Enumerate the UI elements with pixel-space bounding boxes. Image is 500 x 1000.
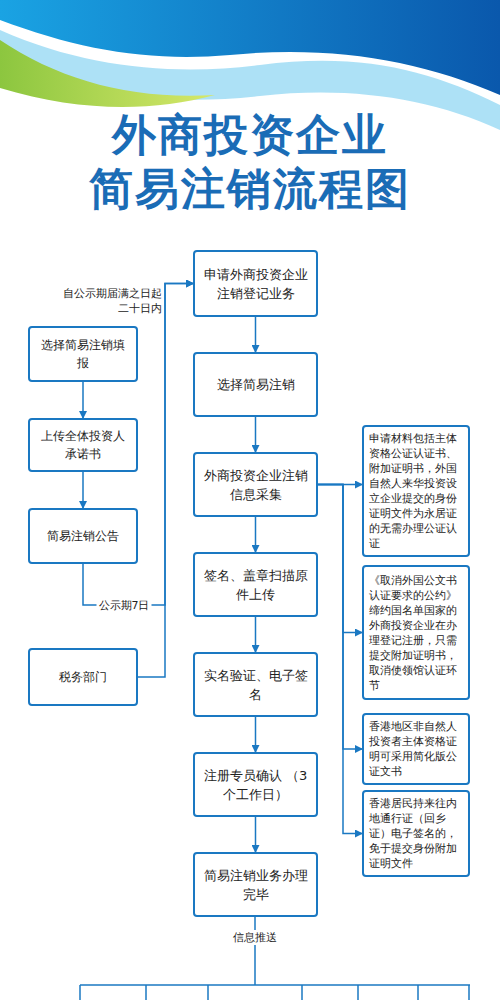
process-box: 外商投资企业注销信息采集 — [193, 452, 318, 517]
push-bar — [80, 984, 470, 986]
flow-arrow — [255, 817, 257, 852]
flow-arrow — [318, 484, 362, 486]
note-box: 申请材料包括主体资格公证认证书、附加证明书，外国自然人来华投资设立企业提交的身份… — [362, 425, 470, 557]
process-box: 选择简易注销填报 — [28, 326, 138, 382]
flow-arrow — [83, 284, 193, 606]
diagram-title: 外商投资企业 简易注销流程图 — [60, 108, 440, 216]
edge-label: 公示期7日 — [97, 598, 152, 613]
node-text: 签名、盖章扫描原件上传 — [201, 566, 310, 604]
note-box: 香港地区非自然人投资者主体资格证明可采用简化版公证文书 — [362, 713, 470, 785]
flow-arrow — [255, 517, 257, 552]
process-box: 注册专员确认 （3个工作日） — [193, 752, 318, 817]
process-box: 简易注销业务办理完毕 — [193, 852, 318, 917]
note-box: 《取消外国公文书认证要求的公约》缔约国名单国家的外商投资企业在办理登记注册，只需… — [362, 565, 470, 700]
node-text: 简易注销公告 — [47, 527, 119, 545]
push-drop — [207, 985, 209, 1000]
free-label: 自公示期届满之日起二十日内 — [62, 286, 162, 316]
process-box: 签名、盖章扫描原件上传 — [193, 552, 318, 617]
process-box: 选择简易注销 — [193, 352, 318, 417]
node-text: 实名验证、电子签名 — [201, 666, 310, 704]
flow-arrow — [82, 472, 84, 508]
push-line — [254, 917, 256, 985]
flow-arrow — [255, 717, 257, 752]
node-text: 选择简易注销 — [217, 375, 295, 394]
node-text: 香港居民持来往内地通行证（回乡证）电子签名的，免于提交身份附加证明文件 — [369, 796, 463, 871]
node-text: 注册专员确认 （3个工作日） — [201, 766, 310, 804]
free-label: 信息推送 — [215, 930, 295, 945]
node-text: 申请材料包括主体资格公证认证书、附加证明书，外国自然人来华投资设立企业提交的身份… — [369, 431, 463, 551]
push-drop — [357, 985, 359, 1000]
flow-arrow — [82, 382, 84, 418]
header-wave — [0, 40, 215, 107]
node-text: 《取消外国公文书认证要求的公约》缔约国名单国家的外商投资企业在办理登记注册，只需… — [369, 573, 463, 693]
node-text: 简易注销业务办理完毕 — [201, 866, 310, 904]
push-drop — [145, 985, 147, 1000]
push-drop — [79, 985, 81, 1000]
node-text: 税务部门 — [59, 668, 107, 686]
process-box: 申请外商投资企业注销登记业务 — [193, 250, 318, 317]
flow-arrow — [318, 485, 362, 834]
process-box: 税务部门 — [28, 648, 138, 706]
push-drop — [301, 985, 303, 1000]
flow-arrow — [255, 317, 257, 352]
process-box: 上传全体投资人承诺书 — [28, 418, 138, 472]
node-text: 申请外商投资企业注销登记业务 — [201, 265, 310, 303]
push-drop — [417, 985, 419, 1000]
process-box: 简易注销公告 — [28, 508, 138, 564]
flow-arrow — [255, 617, 257, 652]
flow-arrow — [138, 284, 193, 678]
flow-arrow — [318, 485, 362, 633]
flow-arrow — [255, 417, 257, 452]
push-drop — [468, 985, 470, 1000]
node-text: 外商投资企业注销信息采集 — [201, 466, 310, 504]
process-box: 实名验证、电子签名 — [193, 652, 318, 717]
node-text: 香港地区非自然人投资者主体资格证明可采用简化版公证文书 — [369, 719, 463, 779]
node-text: 选择简易注销填报 — [36, 336, 130, 372]
flow-arrow — [318, 485, 362, 750]
node-text: 上传全体投资人承诺书 — [36, 427, 130, 463]
note-box: 香港居民持来往内地通行证（回乡证）电子签名的，免于提交身份附加证明文件 — [362, 790, 470, 877]
